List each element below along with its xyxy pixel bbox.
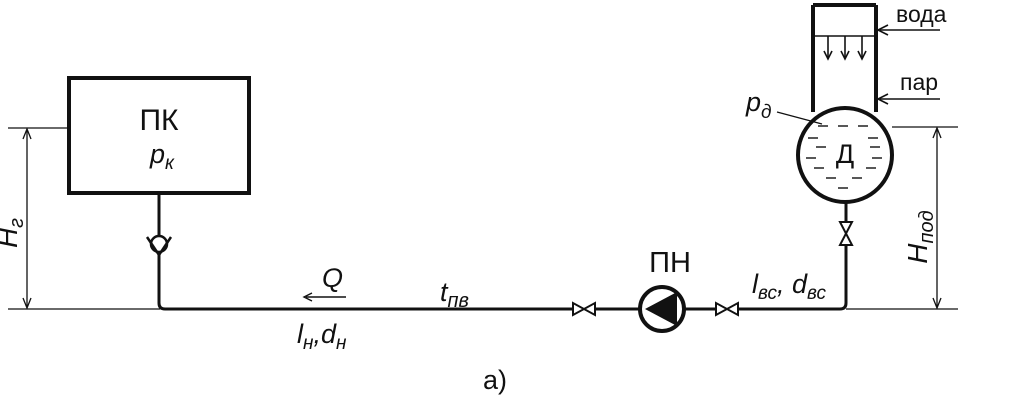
h-pod-label: Hпод bbox=[902, 210, 938, 263]
deaerator-outlet-valve-icon bbox=[838, 221, 854, 246]
flow-label: Q bbox=[322, 263, 343, 293]
discharge-valve-icon bbox=[572, 301, 596, 317]
water-spray-arrows-icon bbox=[813, 35, 876, 61]
dim-arrow-hg-top bbox=[22, 127, 32, 140]
dim-arrow-hpod-top bbox=[932, 126, 942, 139]
discharge-pipe-params: lн,dн bbox=[297, 319, 347, 354]
deaerator-pressure: pд bbox=[745, 87, 772, 123]
boiler-block: ПК pк bbox=[67, 76, 251, 195]
water-level-dashes bbox=[806, 125, 882, 189]
feed-pump-icon bbox=[638, 285, 686, 333]
deaerator-column bbox=[811, 3, 878, 112]
suction-elbow bbox=[839, 302, 848, 311]
suction-valve-icon bbox=[715, 301, 739, 317]
boiler-label: ПК bbox=[139, 104, 179, 137]
boiler-pressure: pк bbox=[149, 139, 175, 174]
deaerator-tank bbox=[796, 106, 894, 204]
suction-pipe-params: lвс, dвс bbox=[752, 269, 827, 304]
dim-arrow-hg-bottom bbox=[22, 297, 32, 310]
check-valve-icon bbox=[145, 234, 173, 256]
flow-arrow-icon bbox=[302, 292, 313, 302]
steam-label: пар bbox=[900, 69, 938, 95]
dim-arrow-hpod-bottom bbox=[932, 297, 942, 310]
pump-label: ПН bbox=[649, 247, 691, 279]
pressure-leader-line bbox=[776, 111, 823, 125]
pipe-elbow bbox=[157, 302, 166, 311]
temperature-label: tпв bbox=[440, 277, 469, 312]
h-geo-label: Hг bbox=[0, 218, 28, 248]
deaerator-label: Д bbox=[836, 139, 854, 169]
steam-inlet-arrow-icon bbox=[876, 93, 889, 105]
water-inlet-arrow-icon bbox=[876, 24, 889, 36]
water-label: вода bbox=[896, 1, 947, 27]
figure-caption: а) bbox=[483, 365, 507, 395]
